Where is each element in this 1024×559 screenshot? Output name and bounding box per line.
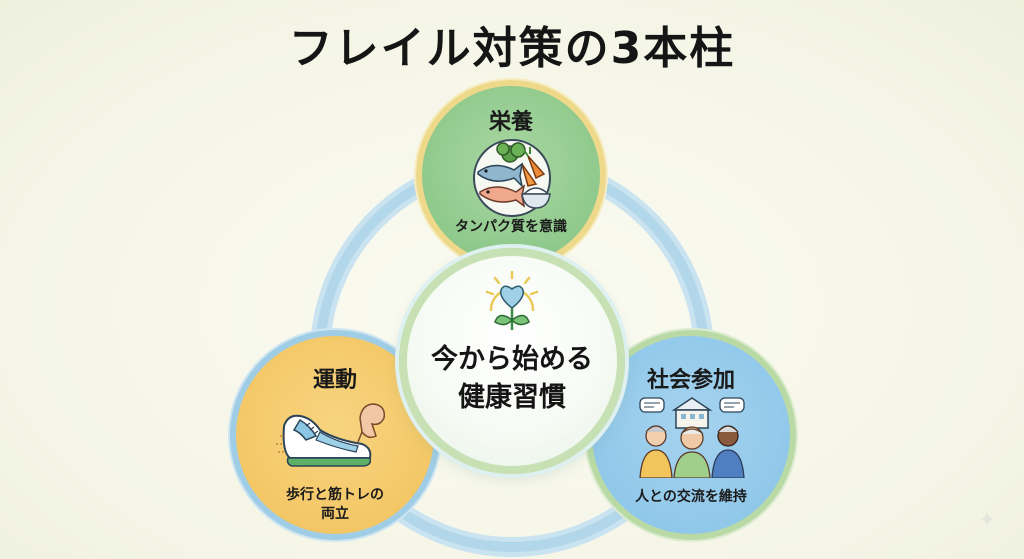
pillar-nutrition: 栄養 タンパク質を意識 bbox=[416, 80, 606, 270]
pillar-exercise-caption-line2: 両立 bbox=[321, 506, 349, 522]
center-title-line1: 今から始める bbox=[431, 344, 593, 375]
sparkle-icon: ✦ bbox=[977, 508, 996, 533]
pillar-social-label: 社会参加 bbox=[646, 368, 735, 393]
fish-vegetables-rice-icon bbox=[473, 139, 551, 217]
community-people-icon bbox=[639, 397, 745, 478]
center-title-line2: 健康習慣 bbox=[458, 382, 566, 413]
pillar-nutrition-caption: タンパク質を意識 bbox=[455, 219, 567, 235]
pillar-nutrition-label: 栄養 bbox=[488, 110, 533, 135]
pillar-exercise-label: 運動 bbox=[312, 368, 357, 393]
sneaker-muscle-icon bbox=[276, 403, 386, 467]
pillar-social-caption: 人との交流を維持 bbox=[635, 489, 747, 505]
heart-sprout-icon bbox=[485, 270, 539, 330]
pillar-exercise-caption-line1: 歩行と筋トレの bbox=[286, 487, 384, 503]
center-hub: 今から始める 健康習慣 bbox=[399, 248, 625, 474]
page-title: フレイル対策の3本柱 bbox=[288, 23, 736, 74]
